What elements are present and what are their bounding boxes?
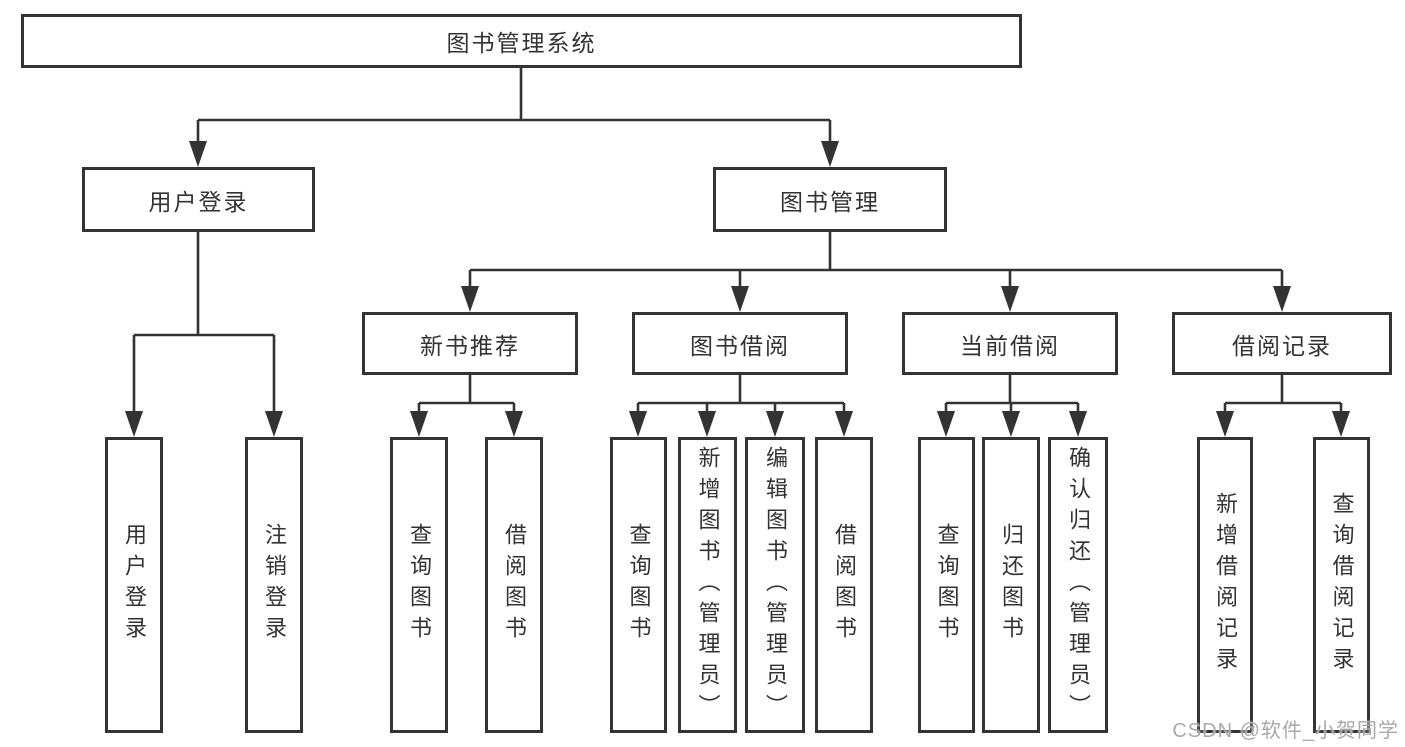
node-book-management: 图书管理 bbox=[713, 167, 947, 232]
node-borrowing-records: 借阅记录 bbox=[1172, 312, 1392, 375]
node-label: 当前借阅 bbox=[960, 332, 1060, 359]
node-label: 用户登录 bbox=[148, 188, 249, 215]
leaf-query-books-borrow: 查询图书 bbox=[610, 437, 667, 733]
leaf-query-books-recommend: 查询图书 bbox=[390, 437, 448, 733]
node-label: 新书推荐 bbox=[420, 332, 520, 359]
leaf-label: 查询借阅记录 bbox=[1329, 492, 1355, 678]
leaf-label: 查询图书 bbox=[626, 523, 652, 647]
leaf-borrow-books-borrow: 借阅图书 bbox=[815, 437, 873, 733]
leaf-edit-books-admin: 编辑图书（管理员） bbox=[745, 437, 805, 733]
leaf-label: 注销登录 bbox=[262, 523, 287, 647]
leaf-add-books-admin: 新增图书（管理员） bbox=[678, 437, 737, 733]
leaf-label: 查询图书 bbox=[407, 523, 432, 647]
leaf-user-login: 用户登录 bbox=[105, 437, 163, 733]
leaf-label: 确认归还（管理员） bbox=[1066, 445, 1091, 725]
leaf-label: 编辑图书（管理员） bbox=[763, 445, 788, 725]
leaf-label: 借阅图书 bbox=[502, 523, 527, 647]
leaf-label: 新增图书（管理员） bbox=[695, 445, 721, 725]
leaf-query-borrow-record: 查询借阅记录 bbox=[1313, 437, 1370, 733]
leaf-label: 借阅图书 bbox=[832, 523, 857, 647]
leaf-label: 用户登录 bbox=[122, 523, 147, 647]
leaf-add-borrow-record: 新增借阅记录 bbox=[1197, 437, 1253, 733]
leaf-borrow-books-recommend: 借阅图书 bbox=[485, 437, 543, 733]
node-current-borrowing: 当前借阅 bbox=[902, 312, 1118, 375]
node-label: 图书管理系统 bbox=[446, 30, 597, 56]
leaf-confirm-return-admin: 确认归还（管理员） bbox=[1048, 437, 1108, 733]
node-label: 借阅记录 bbox=[1232, 332, 1332, 359]
watermark-text: CSDN @软件_小贺同学 bbox=[1172, 720, 1399, 742]
node-book-borrowing: 图书借阅 bbox=[632, 312, 848, 375]
leaf-logout-login: 注销登录 bbox=[245, 437, 303, 733]
node-new-book-recommendation: 新书推荐 bbox=[362, 312, 578, 375]
leaf-return-books: 归还图书 bbox=[982, 437, 1040, 733]
node-label: 图书管理 bbox=[780, 188, 880, 215]
node-library-system: 图书管理系统 bbox=[21, 14, 1022, 68]
leaf-label: 新增借阅记录 bbox=[1213, 492, 1238, 678]
node-label: 图书借阅 bbox=[690, 332, 790, 359]
leaf-label: 查询图书 bbox=[934, 523, 960, 647]
leaf-label: 归还图书 bbox=[999, 523, 1024, 647]
node-user-login: 用户登录 bbox=[82, 167, 315, 232]
leaf-query-books-current: 查询图书 bbox=[918, 437, 975, 733]
